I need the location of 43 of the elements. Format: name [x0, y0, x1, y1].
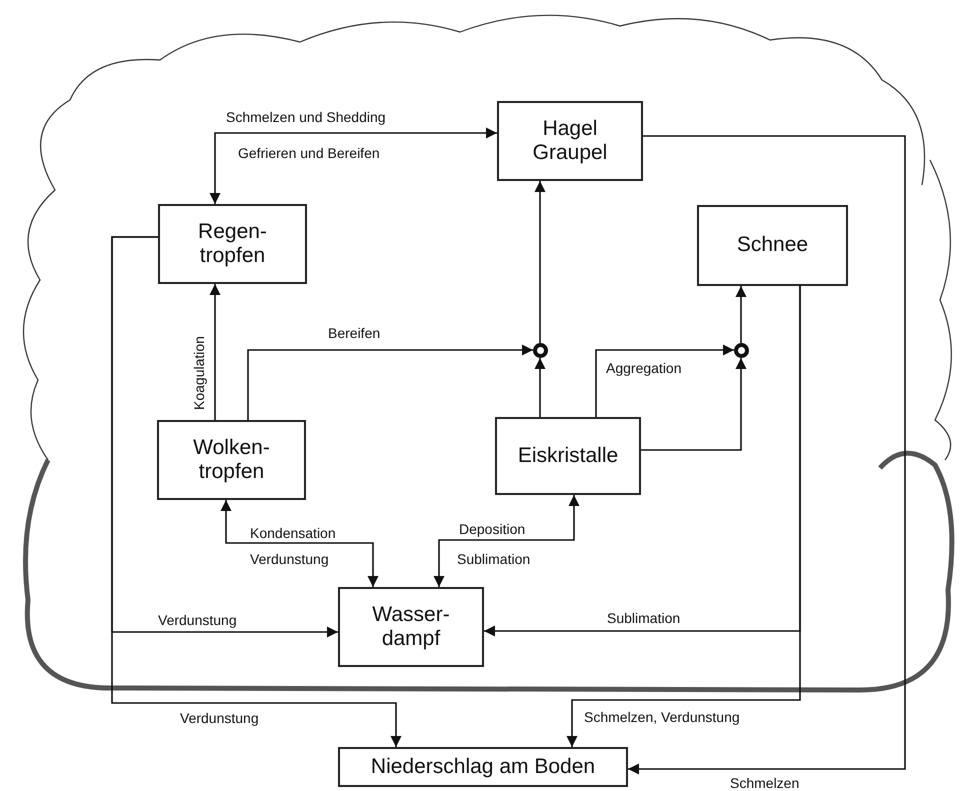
- edge-label: Verdunstung: [180, 711, 259, 725]
- process-label: Gefrieren und Bereifen: [238, 146, 380, 160]
- edge-label: Sublimation: [607, 611, 680, 625]
- edge-label: Deposition: [459, 522, 526, 536]
- node-label: Wolken- tropfen: [192, 436, 271, 484]
- node-label: Wasser- dampf: [371, 602, 451, 652]
- edge-label: Schmelzen und Shedding: [226, 110, 386, 124]
- arrow: [434, 495, 580, 587]
- arrow: [566, 286, 801, 747]
- node-label: Schnee: [736, 233, 810, 258]
- edge-label: Kondensation: [250, 526, 336, 540]
- process-box: [338, 587, 484, 667]
- edge-label: Bereifen: [328, 326, 380, 340]
- arrow: [595, 344, 734, 417]
- process-box: [497, 101, 643, 181]
- junction-circle: [533, 343, 548, 358]
- arrow: [210, 128, 497, 204]
- node-label: Regen- tropfen: [197, 220, 268, 268]
- process-box: [338, 747, 628, 787]
- edge-label: Verdunstung: [158, 613, 237, 627]
- arrow: [736, 286, 746, 343]
- arrow: [247, 344, 533, 420]
- arrow: [210, 284, 220, 420]
- edge-label: Schmelzen, Verdunstung: [584, 710, 740, 724]
- arrow: [534, 358, 546, 417]
- node-label: Eiskristalle: [516, 444, 620, 468]
- node-label: Niederschlag am Boden: [370, 754, 596, 780]
- process-box: [697, 205, 848, 286]
- junction-circle: [734, 343, 749, 358]
- arrow: [220, 500, 378, 587]
- process-box: [495, 417, 641, 495]
- node-label: Hagel Graupel: [532, 116, 608, 166]
- process-label: Verdunstung: [250, 552, 329, 566]
- arrow: [534, 181, 546, 343]
- edge-label: Aggregation: [606, 361, 682, 375]
- edge-label: Schmelzen: [730, 776, 800, 790]
- process-box: [157, 420, 306, 500]
- edge-label: Koagulation: [192, 336, 206, 410]
- process-box: [158, 204, 307, 284]
- arrow: [111, 236, 402, 747]
- arrow: [628, 135, 906, 774]
- process-label: Sublimation: [457, 552, 530, 566]
- arrow: [641, 358, 746, 451]
